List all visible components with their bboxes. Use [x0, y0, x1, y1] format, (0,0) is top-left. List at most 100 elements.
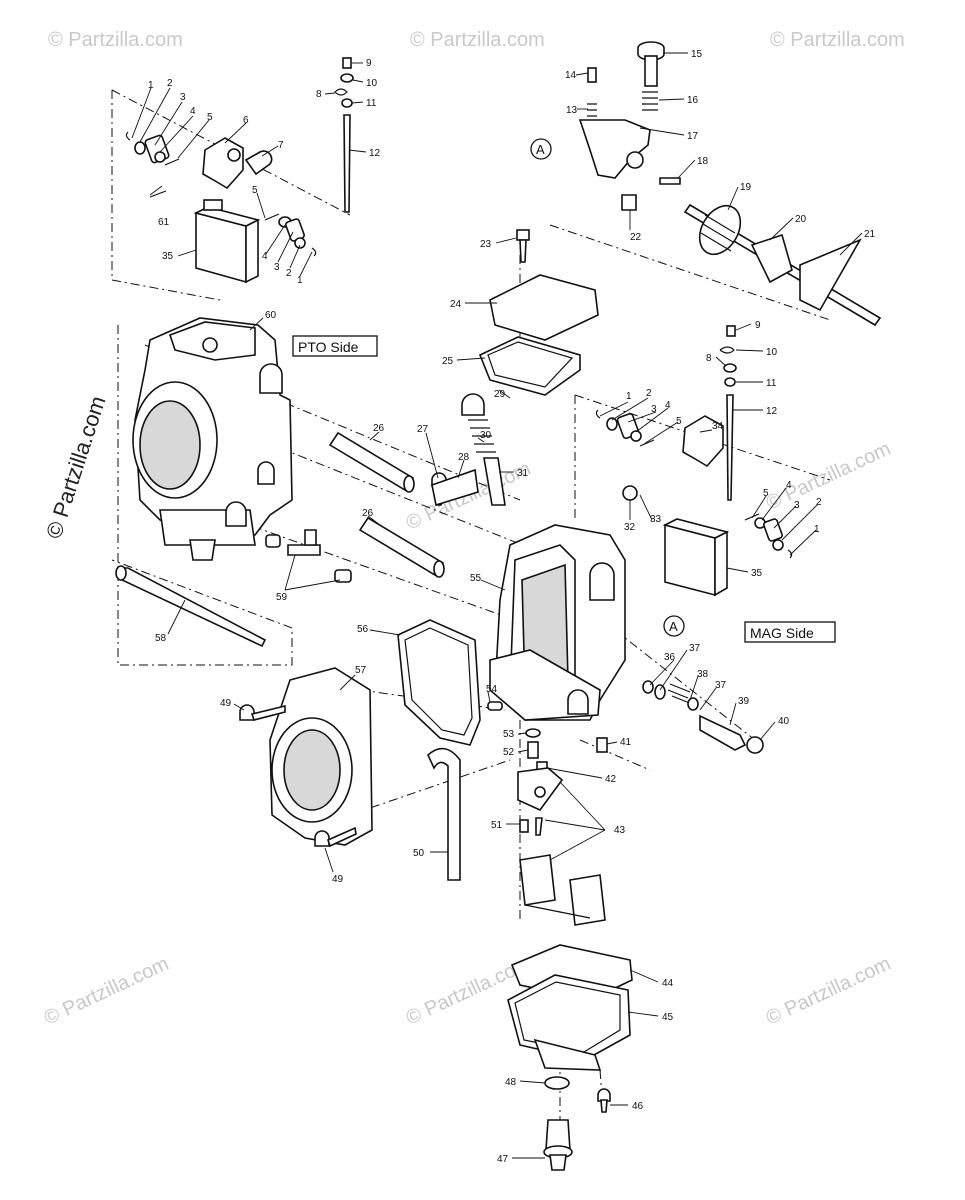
callout-26: 26: [373, 423, 385, 434]
mag-side-label: MAG Side: [750, 625, 814, 641]
callout-57: 57: [355, 665, 367, 676]
callout-5: 5: [763, 488, 769, 499]
float-bowl: [507, 944, 633, 1071]
callout-50: 50: [413, 848, 425, 859]
callout-36: 36: [664, 652, 676, 663]
callout-4: 4: [665, 400, 671, 411]
callout-31: 31: [517, 468, 529, 479]
callout-6: 6: [243, 115, 249, 126]
drain-plug: [543, 1076, 611, 1171]
callout-14: 14: [565, 70, 577, 81]
pto-linkage: [125, 131, 273, 190]
ref-a-bottom: A: [669, 619, 678, 634]
callout-9: 9: [755, 320, 761, 331]
callout-48: 48: [505, 1077, 517, 1088]
callout-40: 40: [778, 716, 790, 727]
watermark: © Partzilla.com: [763, 953, 894, 1030]
callout-3: 3: [651, 404, 657, 415]
bracket: [431, 468, 479, 507]
callout-8: 8: [316, 89, 322, 100]
watermark: © Partzilla.com: [763, 438, 894, 515]
callout-15: 15: [691, 49, 703, 60]
callout-43: 43: [614, 825, 626, 836]
choke-linkage: [578, 41, 882, 327]
callout-38: 38: [697, 669, 709, 680]
callout-3: 3: [274, 262, 280, 273]
callout-51: 51: [491, 820, 503, 831]
callout-3: 3: [794, 500, 800, 511]
callout-37: 37: [689, 643, 701, 654]
callout-42: 42: [605, 774, 617, 785]
vent-hose: [427, 747, 461, 881]
mag-needle-stack: [719, 325, 737, 501]
mag-linkage: [595, 409, 793, 597]
callout-29: 29: [494, 389, 506, 400]
callout-3: 3: [180, 92, 186, 103]
pto-slide: [149, 190, 261, 284]
watermark: © Partzilla.com: [410, 29, 545, 51]
callout-17: 17: [687, 131, 699, 142]
callout-2: 2: [816, 497, 822, 508]
pto-carb-body: [132, 317, 293, 561]
connector-tubes: [328, 431, 445, 578]
watermark: © Partzilla.com: [770, 29, 905, 51]
callout-53: 53: [503, 729, 515, 740]
callout-22: 22: [630, 232, 642, 243]
callout-59: 59: [276, 592, 288, 603]
callout-44: 44: [662, 978, 674, 989]
mag-carb-body: [489, 524, 626, 721]
callout-4: 4: [262, 251, 268, 262]
throttle-body: [239, 667, 373, 848]
pto-small-parts: [264, 213, 317, 257]
callout-37: 37: [715, 680, 727, 691]
callout-8: 8: [706, 353, 712, 364]
callout-52: 52: [503, 747, 515, 758]
jets-and-float: [487, 701, 608, 926]
idle-adjuster: [642, 680, 764, 754]
callout-35: 35: [162, 251, 174, 262]
pto-side-label: PTO Side: [298, 339, 359, 355]
watermark: © Partzilla.com: [41, 953, 172, 1030]
callout-45: 45: [662, 1012, 674, 1023]
callout-25: 25: [442, 356, 454, 367]
callout-24: 24: [450, 299, 462, 310]
callout-58: 58: [155, 633, 167, 644]
through-bolt: [115, 565, 267, 648]
callout-32: 32: [624, 522, 636, 533]
callout-7: 7: [278, 140, 284, 151]
callout-34: 34: [712, 421, 724, 432]
callout-10: 10: [766, 347, 778, 358]
callout-2: 2: [646, 388, 652, 399]
callout-5: 5: [676, 416, 682, 427]
callout-1: 1: [148, 80, 154, 91]
callout-1: 1: [297, 275, 303, 286]
callout-35: 35: [751, 568, 763, 579]
callout-12: 12: [369, 148, 381, 159]
callout-11: 11: [766, 378, 777, 389]
ref-a-top: A: [536, 142, 545, 157]
callout-20: 20: [795, 214, 807, 225]
callout-16: 16: [687, 95, 699, 106]
callout-11: 11: [366, 98, 377, 109]
side-labels: PTO Side MAG Side A A: [292, 138, 836, 643]
callout-26: 26: [362, 508, 374, 519]
callout-28: 28: [458, 452, 470, 463]
callout-13: 13: [566, 105, 578, 116]
callout-56: 56: [357, 624, 369, 635]
callout-46: 46: [632, 1101, 644, 1112]
callout-19: 19: [740, 182, 752, 193]
callout-2: 2: [286, 268, 292, 279]
callout-5: 5: [252, 185, 258, 196]
intake-gasket: [397, 619, 481, 746]
callout-numbers: 1 2 3 4 5 6 7 8 9 10 11 12 61 5 35 4 3 2…: [148, 49, 876, 1165]
watermark: © Partzilla.com: [48, 29, 183, 51]
callout-18: 18: [697, 156, 709, 167]
plunger-assembly: [461, 393, 506, 506]
callout-30: 30: [480, 430, 492, 441]
callout-4: 4: [190, 106, 196, 117]
pto-needle-stack: [334, 57, 354, 213]
callout-5: 5: [207, 112, 213, 123]
watermark: © Partzilla.com: [403, 458, 534, 535]
callout-55: 55: [470, 573, 482, 584]
